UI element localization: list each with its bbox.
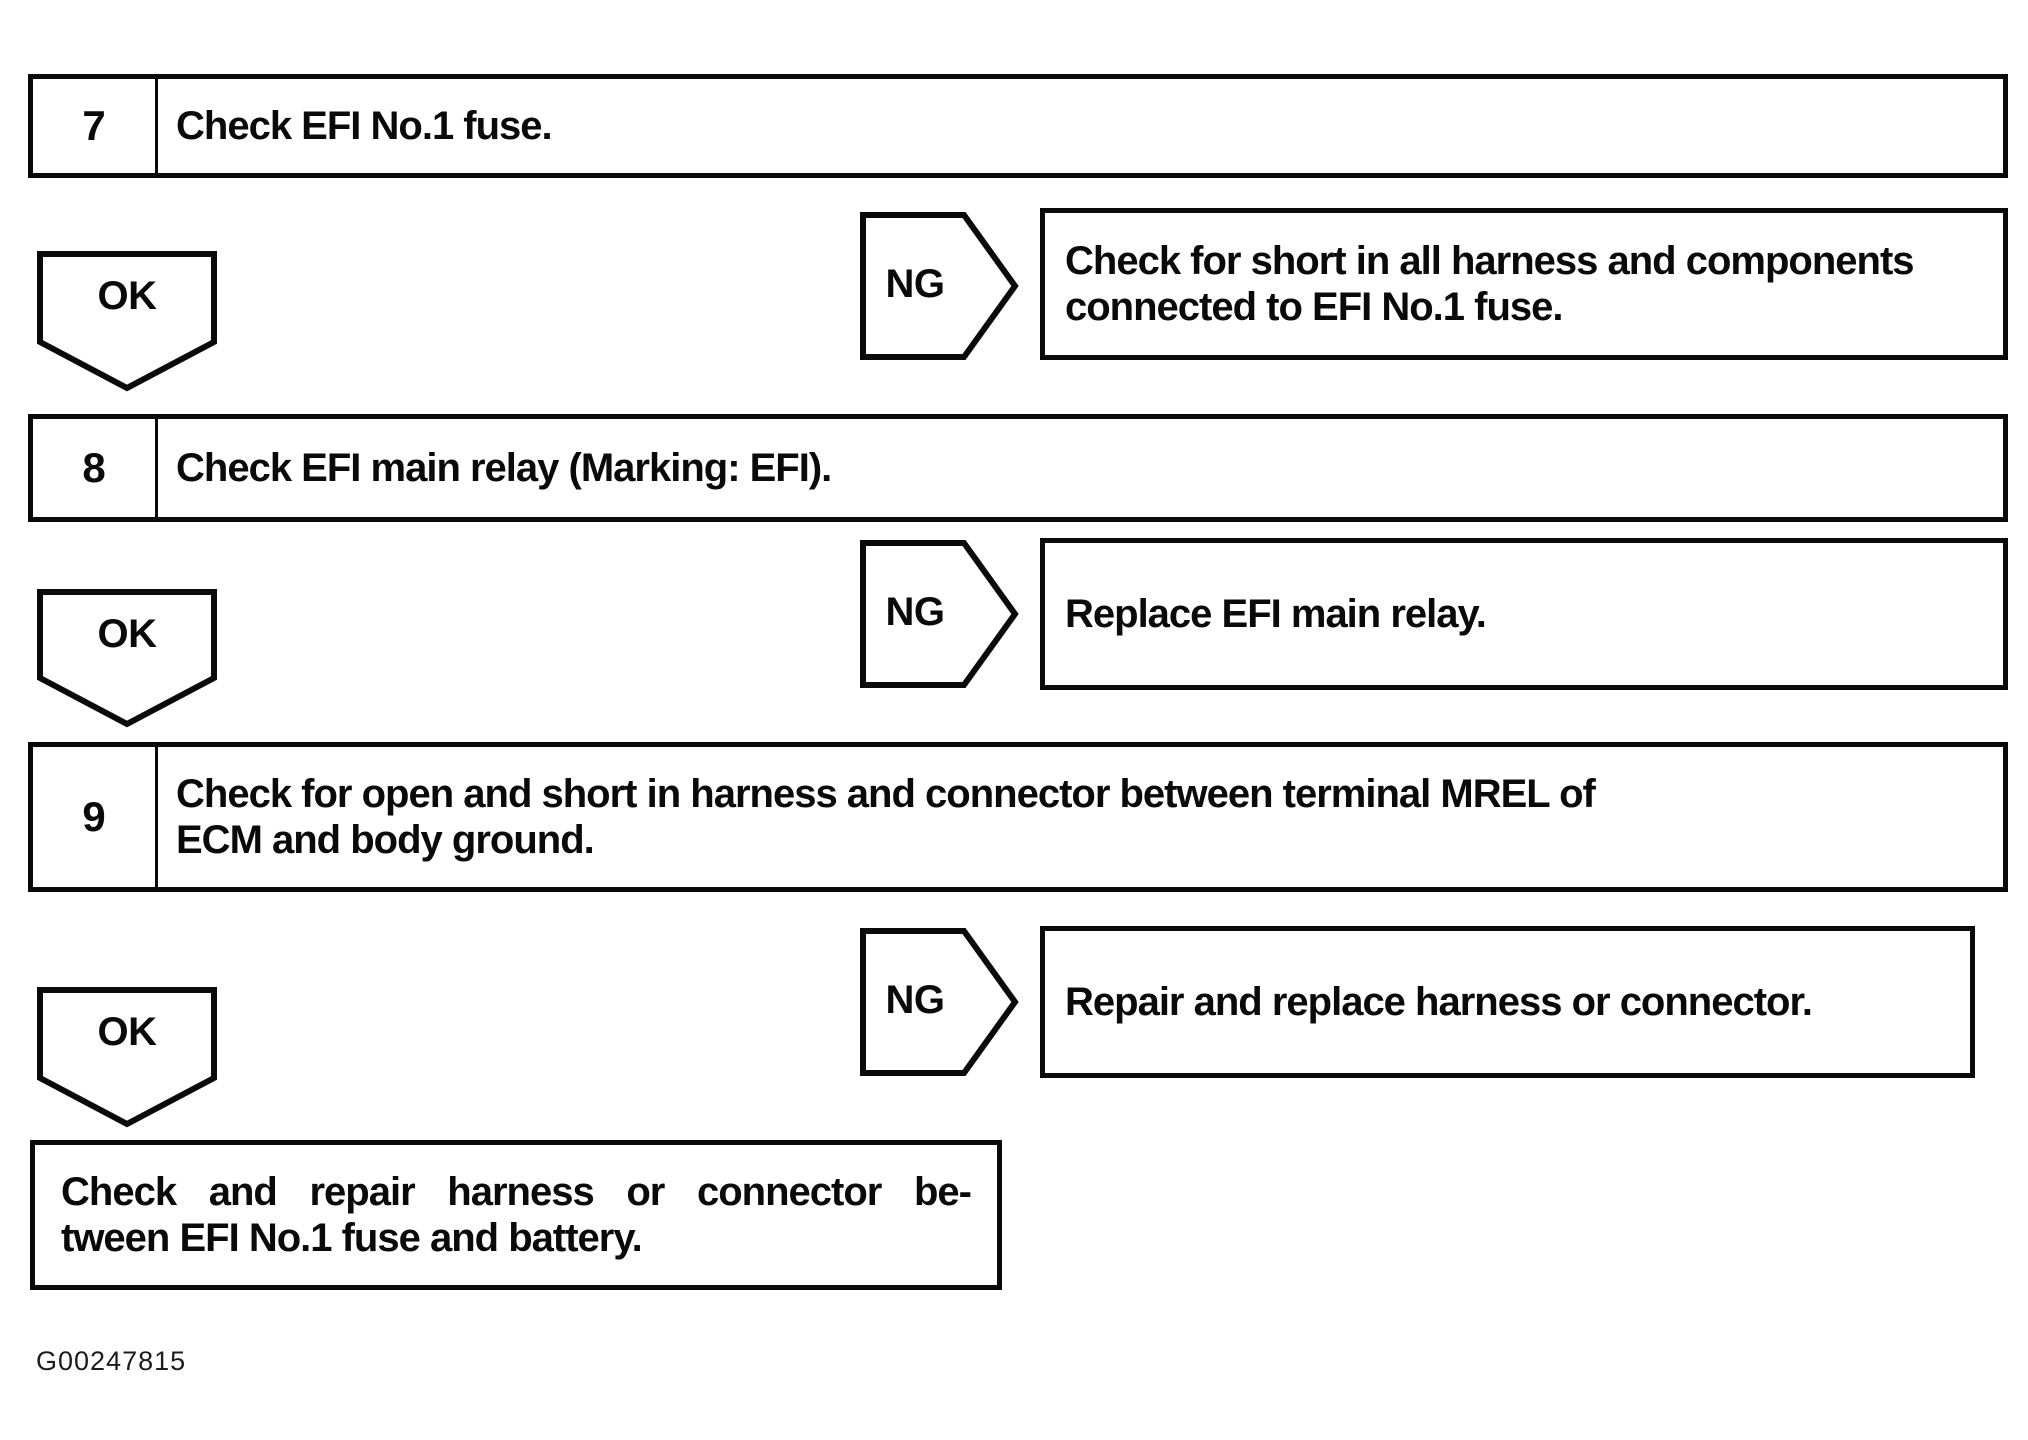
step-number-8: 8: [33, 419, 158, 517]
ok-marker-3: OK: [36, 986, 218, 1128]
step-box-7: 7 Check EFI No.1 fuse.: [28, 74, 2008, 178]
ng-label-2: NG: [885, 590, 946, 634]
ng-label-3: NG: [885, 978, 946, 1022]
ok-label-2: OK: [97, 612, 158, 656]
ng-result-box-2: Replace EFI main relay.: [1040, 538, 2008, 690]
ok-label-3: OK: [97, 1010, 158, 1054]
step-box-9: 9 Check for open and short in harness an…: [28, 742, 2008, 892]
ng-label-1: NG: [885, 262, 946, 306]
ok-down-pentagon-icon: [37, 251, 217, 392]
step-label-7: Check EFI No.1 fuse.: [176, 103, 553, 148]
ng-result-1-line-1: Check for short in all harness and compo…: [1065, 238, 1915, 283]
ng-arrow-pentagon-icon: [860, 540, 1019, 688]
step-label-8: Check EFI main relay (Marking: EFI).: [176, 445, 832, 490]
ok-marker-2: OK: [36, 588, 218, 728]
final-action-box: Check and repair harness or connector be…: [30, 1140, 1002, 1290]
figure-code: G00247815: [36, 1346, 187, 1376]
final-action-line-2: tween EFI No.1 fuse and battery.: [61, 1216, 643, 1260]
ok-down-pentagon-icon: [37, 589, 217, 728]
step-label-cell-8: Check EFI main relay (Marking: EFI).: [158, 419, 2003, 517]
step-number-7: 7: [33, 79, 158, 173]
ng-result-1-line-2: connected to EFI No.1 fuse.: [1065, 285, 1564, 329]
step-label-cell-9: Check for open and short in harness and …: [158, 747, 2003, 887]
step-label-9-line-2: ECM and body ground.: [176, 818, 595, 862]
ng-arrow-pentagon-icon: [860, 212, 1019, 360]
ng-result-box-1: Check for short in all harness and compo…: [1040, 208, 2008, 360]
step-label-9-line-1: Check for open and short in harness and …: [176, 771, 1596, 816]
final-action-line-1: Check and repair harness or connector be…: [61, 1169, 972, 1214]
ok-marker-1: OK: [36, 250, 218, 392]
ng-result-3-line-1: Repair and replace harness or connector.: [1065, 979, 1813, 1024]
ng-result-2-line-1: Replace EFI main relay.: [1065, 591, 1487, 636]
ng-result-box-3: Repair and replace harness or connector.: [1040, 926, 1975, 1078]
ok-down-pentagon-icon: [37, 987, 217, 1128]
ng-marker-1: NG: [860, 212, 1020, 360]
ng-marker-2: NG: [860, 540, 1020, 688]
step-box-8: 8 Check EFI main relay (Marking: EFI).: [28, 414, 2008, 522]
ng-arrow-pentagon-icon: [860, 928, 1019, 1076]
ok-label-1: OK: [97, 274, 158, 318]
step-number-9: 9: [33, 747, 158, 887]
step-label-cell-7: Check EFI No.1 fuse.: [158, 79, 2003, 173]
ng-marker-3: NG: [860, 928, 1020, 1076]
